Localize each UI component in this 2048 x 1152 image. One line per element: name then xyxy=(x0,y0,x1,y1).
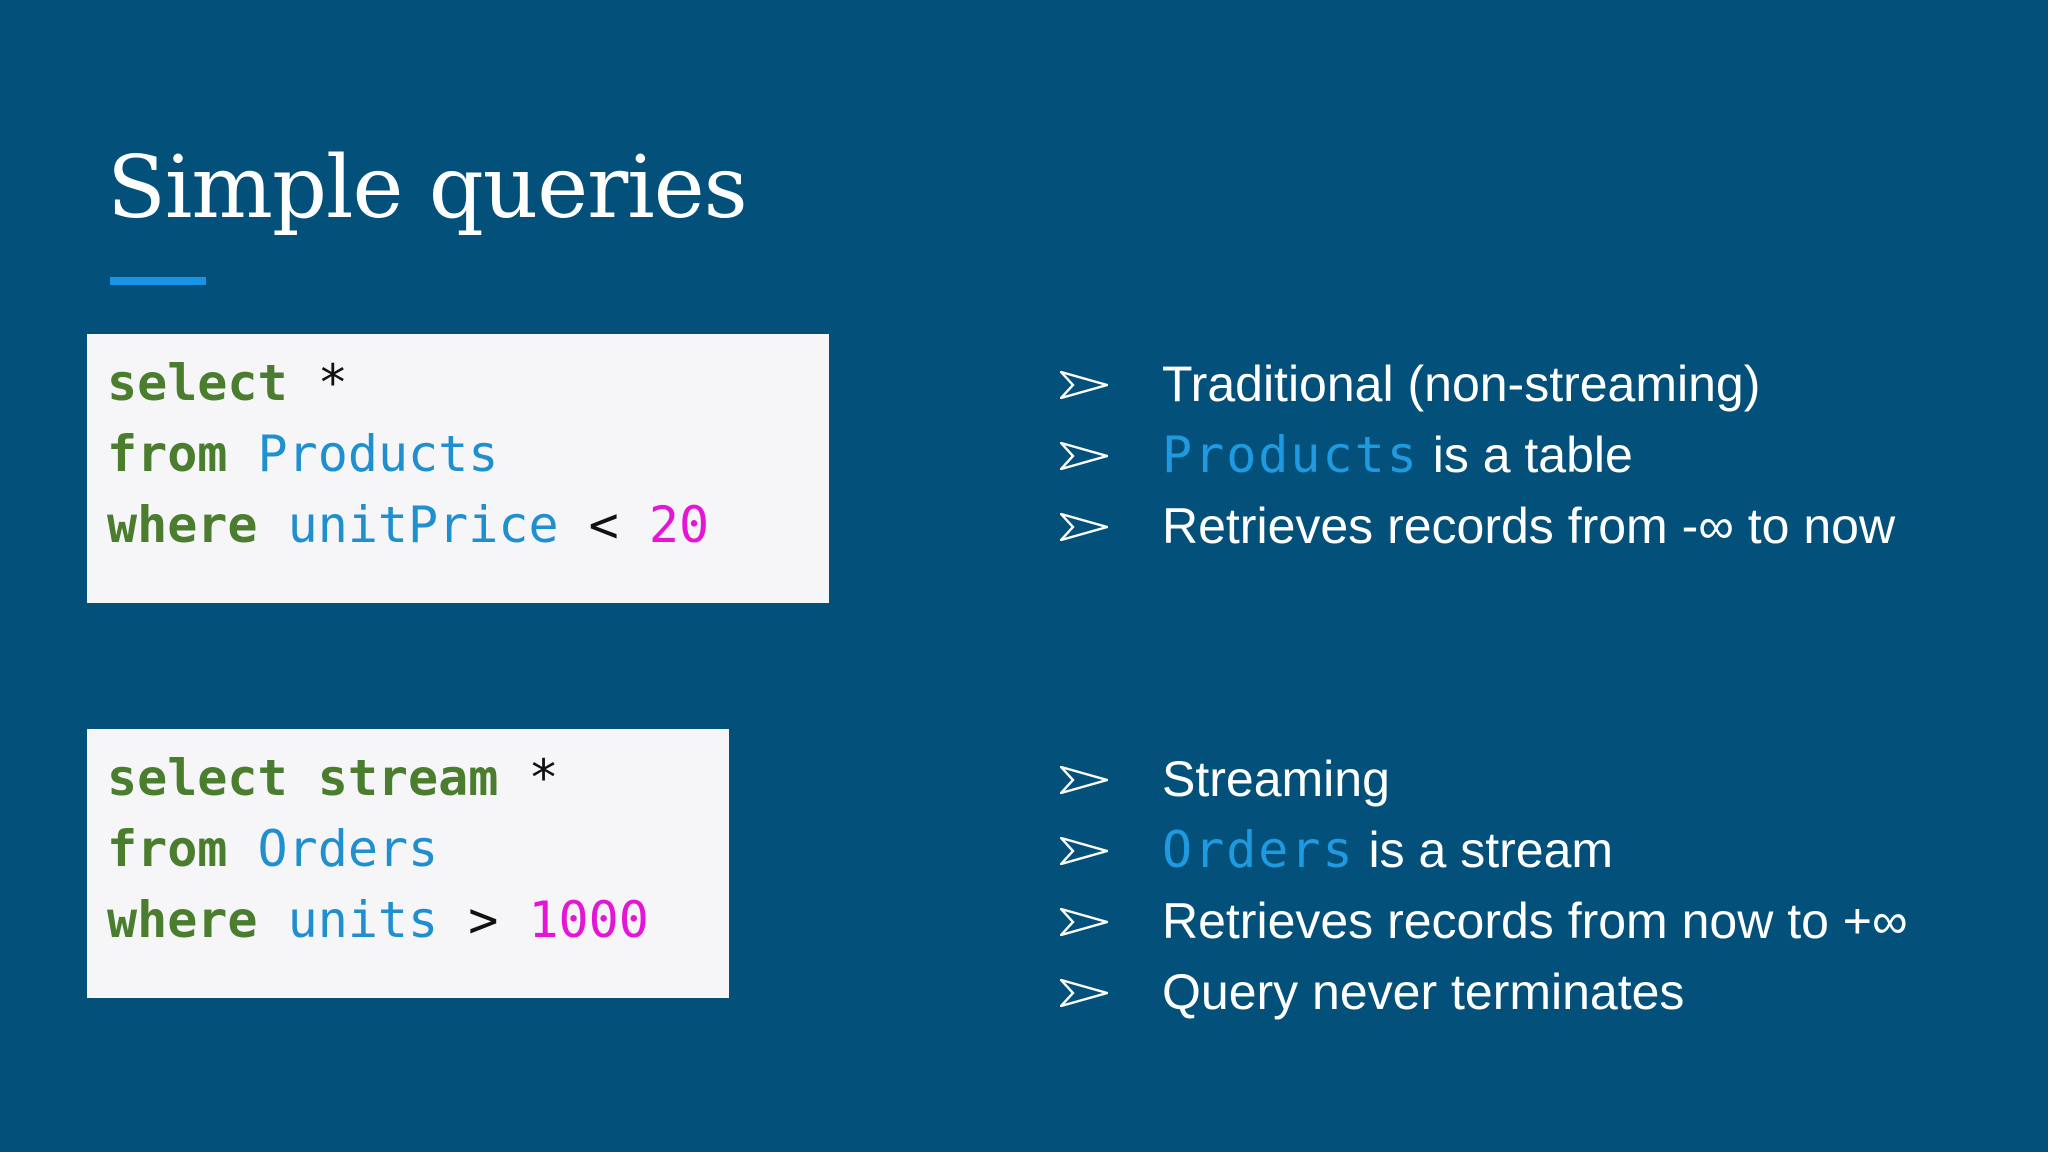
arrowhead-icon xyxy=(1060,979,1108,1007)
code-box-stream-query: select stream * from Orders where units … xyxy=(87,729,729,998)
code-identifier: units xyxy=(287,891,439,949)
code-box-table-query: select * from Products where unitPrice <… xyxy=(87,334,829,603)
code-operator: * xyxy=(498,749,559,807)
bullet-rest: is a table xyxy=(1418,427,1633,483)
bullet-text: Traditional (non-streaming) xyxy=(1162,356,1761,412)
bullet-highlight: Orders xyxy=(1162,821,1355,879)
bullet-text: Retrieves records from now to +∞ xyxy=(1162,893,1908,949)
arrowhead-icon xyxy=(1060,908,1108,936)
slide-title: Simple queries xyxy=(107,138,748,238)
arrowhead-icon xyxy=(1060,513,1108,541)
code-number: 20 xyxy=(648,496,710,554)
code-identifier: Products xyxy=(257,425,499,483)
bullet-highlight: Products xyxy=(1162,426,1419,484)
code-identifier: Orders xyxy=(257,820,439,878)
code-keyword: where xyxy=(107,891,258,949)
code-keyword: select xyxy=(107,354,288,412)
bullet-text: Retrieves records from -∞ to now xyxy=(1162,498,1896,554)
code-operator: > xyxy=(438,891,529,949)
bullet-text: Query never terminates xyxy=(1162,964,1685,1020)
code-operator: * xyxy=(287,354,348,412)
bullet-text: Orders is a stream xyxy=(1162,815,1613,886)
code-line-select: select stream * xyxy=(107,743,729,814)
code-keyword: from xyxy=(107,820,228,878)
bullet-text: Streaming xyxy=(1162,751,1390,807)
code-identifier: unitPrice xyxy=(287,496,559,554)
code-line-where: where unitPrice < 20 xyxy=(107,490,829,561)
bullet-text: Products is a table xyxy=(1162,420,1633,491)
code-line-from: from Orders xyxy=(107,814,729,885)
arrowhead-icon xyxy=(1060,371,1108,399)
code-line-from: from Products xyxy=(107,419,829,490)
arrowhead-icon xyxy=(1060,442,1108,470)
code-line-select: select * xyxy=(107,348,829,419)
bullet-rest: is a stream xyxy=(1354,822,1614,878)
title-underline xyxy=(110,277,206,285)
code-keyword: select stream xyxy=(107,749,499,807)
arrowhead-icon xyxy=(1060,837,1108,865)
code-operator: < xyxy=(558,496,649,554)
code-keyword: from xyxy=(107,425,228,483)
code-number: 1000 xyxy=(528,891,649,949)
code-keyword: where xyxy=(107,496,258,554)
code-line-where: where units > 1000 xyxy=(107,885,729,956)
arrowhead-icon xyxy=(1060,766,1108,794)
